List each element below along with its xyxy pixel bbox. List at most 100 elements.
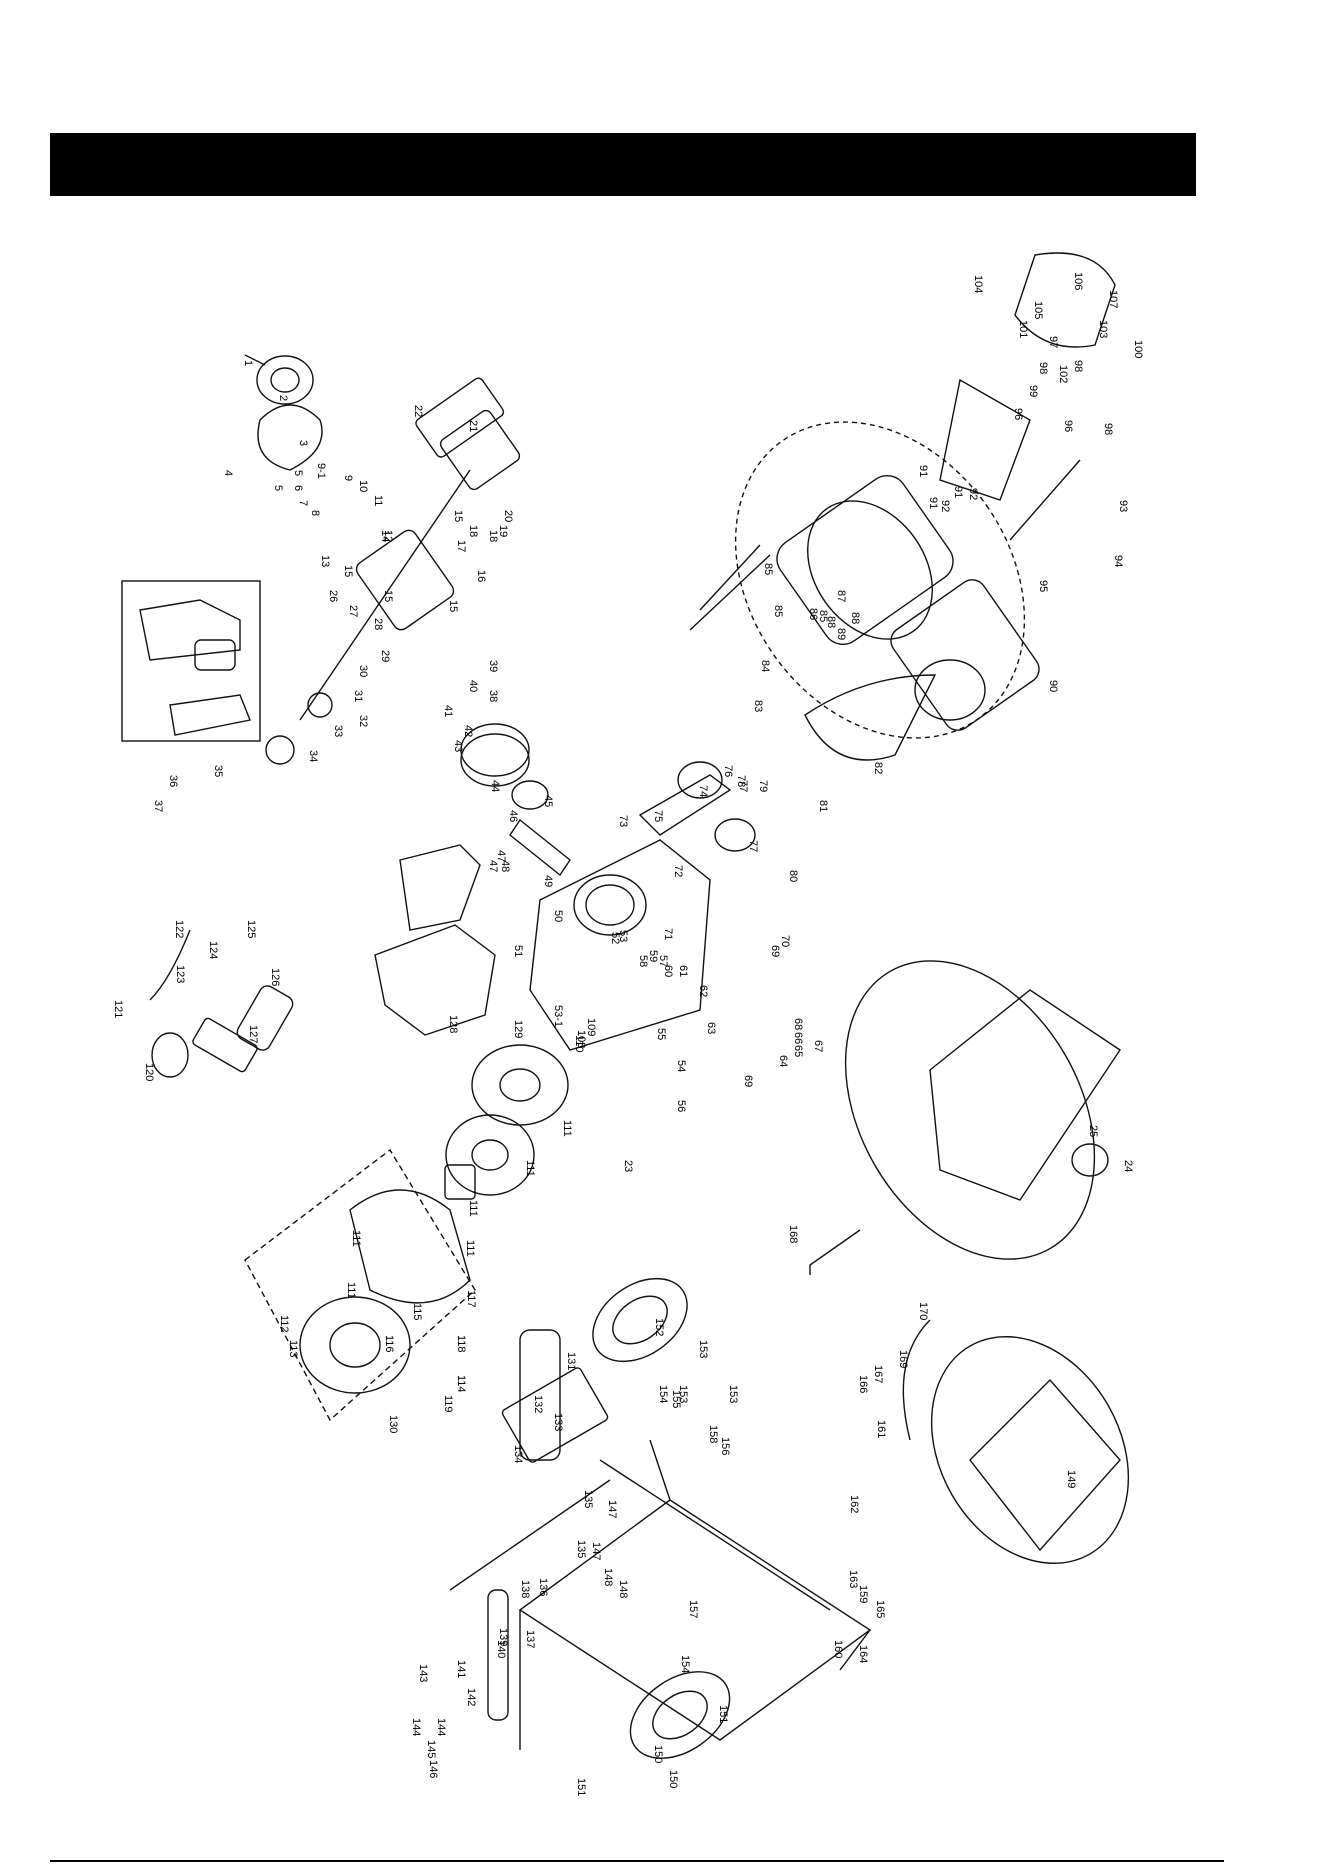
callout-label: 132: [532, 1395, 544, 1413]
callout-label: 149: [1065, 1470, 1077, 1488]
callout-label: 88: [825, 616, 837, 628]
callout-label: 41: [442, 705, 454, 717]
callout-label: 65: [792, 1045, 804, 1057]
callout-label: 69: [769, 945, 781, 957]
callout-label: 162: [848, 1495, 860, 1513]
callout-label: 82: [872, 762, 884, 774]
callout-label: 154: [657, 1385, 669, 1403]
callout-label: 119: [442, 1395, 454, 1413]
callout-label: 32: [357, 715, 369, 727]
callout-label: 138: [519, 1580, 531, 1598]
callout-label: 98: [1072, 360, 1084, 372]
callout-label: 107: [1107, 290, 1119, 308]
callout-label: 83: [752, 700, 764, 712]
callout-label: 13: [319, 555, 331, 567]
callout-label: 21: [467, 420, 479, 432]
battery: [501, 1367, 609, 1463]
callout-label: 125: [245, 920, 257, 938]
callout-label: 9: [342, 475, 354, 481]
callout-label: 111: [524, 1160, 536, 1177]
callout-label: 18: [487, 530, 499, 542]
callout-label: 110: [573, 1035, 585, 1053]
callout-label: 91: [952, 486, 964, 498]
callout-label: 50: [552, 910, 564, 922]
callout-label: 27: [347, 605, 359, 617]
callout-label: 95: [1037, 580, 1049, 592]
callout-label: 121: [112, 1000, 124, 1018]
callout-label: 59: [647, 950, 659, 962]
callout-label: 161: [875, 1420, 887, 1438]
callout-label: 135: [582, 1490, 594, 1508]
callout-label: 8: [309, 510, 321, 516]
callout-label: 96: [1062, 420, 1074, 432]
callout-label: 117: [465, 1290, 477, 1308]
callout-label: 54: [675, 1060, 687, 1072]
callout-label: 9-1: [315, 463, 327, 479]
callout-label: 142: [465, 1688, 477, 1706]
callout-label: 25: [1087, 1125, 1099, 1137]
callout-label: 92: [967, 488, 979, 500]
callout-label: 153: [697, 1340, 709, 1358]
callout-label: 134: [512, 1445, 524, 1463]
callout-label: 133: [552, 1413, 564, 1431]
callout-label: 157: [687, 1600, 699, 1618]
alternator-assembly: [689, 252, 1116, 761]
callout-label: 22: [412, 405, 424, 417]
callout-label: 154: [679, 1655, 691, 1673]
callout-label: 81: [817, 800, 829, 812]
fuel-valve-rod: [809, 1229, 861, 1275]
callout-label: 1: [242, 360, 254, 366]
callout-label: 3: [297, 440, 309, 446]
callout-label: 77: [747, 840, 759, 852]
callout-label: 64: [777, 1055, 789, 1067]
callout-label: 148: [602, 1568, 614, 1586]
callout-label: 92: [939, 500, 951, 512]
callout-label: 47: [487, 860, 499, 872]
callout-label: 141: [455, 1660, 467, 1678]
callout-label: 15: [382, 590, 394, 602]
callout-label: 155: [670, 1390, 682, 1408]
callout-label: 16: [475, 570, 487, 582]
callout-label: 42: [462, 725, 474, 737]
callout-label: 147: [606, 1500, 618, 1518]
crankcase: [529, 839, 711, 1051]
callout-label: 153: [727, 1385, 739, 1403]
wheel-bottom: [629, 1671, 731, 1759]
callout-label: 84: [759, 660, 771, 672]
callout-label: 100: [1132, 340, 1144, 358]
callout-label: 131: [565, 1352, 577, 1370]
recoil-starter: [244, 1148, 476, 1422]
callout-label: 123: [174, 965, 186, 983]
callout-label: 19: [497, 525, 509, 537]
callout-label: 96: [1012, 408, 1024, 420]
callout-label: 23: [622, 1160, 634, 1172]
callout-label: 111: [345, 1282, 357, 1299]
piston-assembly: [460, 723, 571, 877]
callout-label: 122: [173, 920, 185, 938]
callout-label: 150: [667, 1770, 679, 1788]
callout-label: 168: [787, 1225, 799, 1243]
callout-label: 85: [817, 610, 829, 622]
callout-label: 135: [575, 1540, 587, 1558]
callout-label: 74: [697, 785, 709, 797]
callout-label: 11: [372, 495, 384, 506]
bottom-rule: [50, 1860, 1224, 1862]
callout-label: 73: [617, 815, 629, 827]
callout-label: 62: [697, 985, 709, 997]
callout-label: 26: [327, 590, 339, 602]
callout-label: 72: [672, 865, 684, 877]
callout-label: 68: [792, 1018, 804, 1030]
callout-label: 77: [737, 780, 749, 792]
callout-label: 56: [675, 1100, 687, 1112]
callout-label: 57: [657, 955, 669, 967]
fuel-line: [902, 1319, 931, 1441]
callout-label: 80: [787, 870, 799, 882]
callout-label: 29: [379, 650, 391, 662]
callout-label: 124: [207, 941, 219, 959]
callout-label: 34: [307, 750, 319, 762]
cylinder-head-assembly: [265, 377, 521, 765]
callout-label: 14: [379, 530, 391, 542]
callout-label: 30: [357, 665, 369, 677]
